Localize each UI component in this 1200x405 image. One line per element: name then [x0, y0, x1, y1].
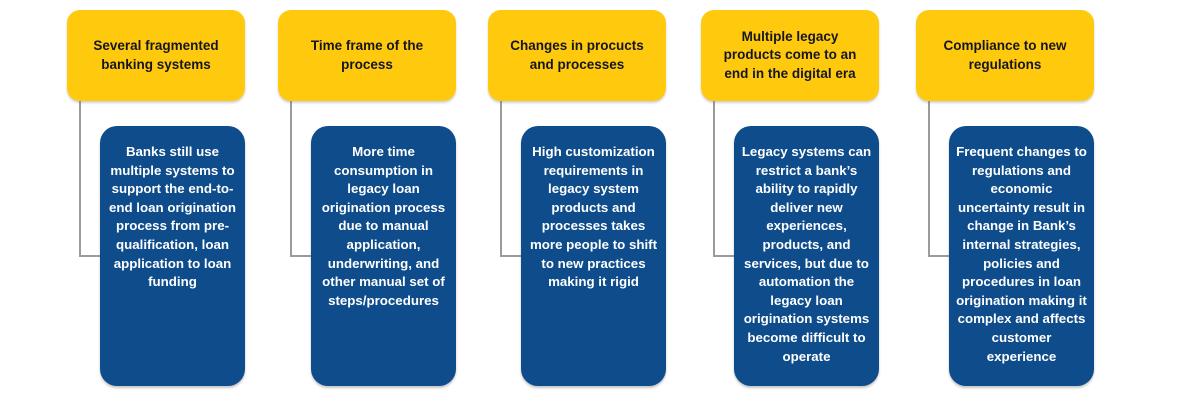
header-label: Several fragmented banking systems: [93, 38, 219, 72]
connector-line: [79, 101, 103, 257]
diagram-column-4: Multiple legacy products come to an end …: [701, 10, 879, 386]
header-box-1: Several fragmented banking systems: [67, 10, 245, 101]
connector-line: [500, 101, 524, 257]
header-box-4: Multiple legacy products come to an end …: [701, 10, 879, 101]
diagram-column-1: Several fragmented banking systems Banks…: [67, 10, 245, 386]
header-box-2: Time frame of the process: [278, 10, 456, 101]
body-box-4: Legacy systems can restrict a bank’s abi…: [734, 126, 879, 386]
header-box-5: Compliance to new regulations: [916, 10, 1094, 101]
header-label: Multiple legacy products come to an end …: [723, 28, 857, 81]
body-box-1: Banks still use multiple systems to supp…: [100, 126, 245, 386]
header-label: Time frame of the process: [310, 38, 424, 72]
connector-line: [290, 101, 314, 257]
diagram-column-3: Changes in procucts and processes High c…: [488, 10, 666, 386]
header-label: Compliance to new regulations: [943, 38, 1067, 72]
diagram-column-5: Compliance to new regulations Frequent c…: [916, 10, 1094, 386]
connector-line: [928, 101, 952, 257]
body-text: Banks still use multiple systems to supp…: [108, 144, 237, 290]
body-box-5: Frequent changes to regulations and econ…: [949, 126, 1094, 386]
header-label: Changes in procucts and processes: [510, 38, 644, 72]
connector-line: [713, 101, 737, 257]
body-box-2: More time consumption in legacy loan ori…: [311, 126, 456, 386]
body-text: High customization requirements in legac…: [529, 144, 658, 290]
header-box-3: Changes in procucts and processes: [488, 10, 666, 101]
body-text: Legacy systems can restrict a bank’s abi…: [741, 144, 872, 364]
diagram-column-2: Time frame of the process More time cons…: [278, 10, 456, 386]
body-box-3: High customization requirements in legac…: [521, 126, 666, 386]
body-text: Frequent changes to regulations and econ…: [956, 144, 1087, 364]
body-text: More time consumption in legacy loan ori…: [321, 144, 446, 308]
